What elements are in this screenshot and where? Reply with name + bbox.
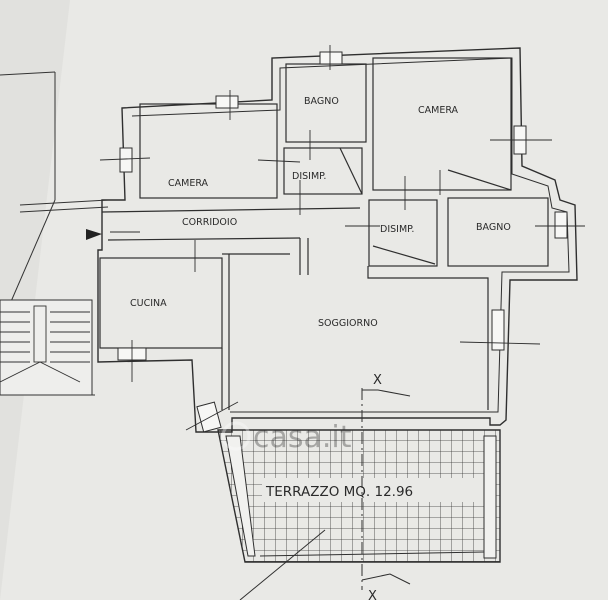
interior-walls — [99, 57, 549, 410]
section-mark-top: X — [373, 373, 382, 388]
label-disimp-right: DISIMP. — [380, 224, 414, 235]
stairwell — [0, 71, 109, 396]
label-terrazzo: TERRAZZO MQ. 12.96 — [265, 484, 413, 500]
watermark: casa.it — [221, 420, 352, 455]
label-disimp-left: DISIMP. — [292, 171, 326, 182]
label-soggiorno: SOGGIORNO — [318, 318, 378, 329]
label-camera-right: CAMERA — [418, 105, 459, 116]
entrance-arrow-icon — [86, 229, 102, 240]
door-ticks — [99, 45, 585, 431]
section-mark-bottom: X — [368, 589, 377, 600]
section-line — [361, 388, 411, 590]
label-bagno-top: BAGNO — [304, 96, 339, 107]
label-corridoio: CORRIDOIO — [182, 217, 237, 228]
label-cucina: CUCINA — [130, 298, 167, 309]
watermark-text: casa.it — [253, 420, 352, 455]
label-camera-left: CAMERA — [168, 178, 209, 189]
terrace — [217, 429, 501, 600]
label-bagno-right: BAGNO — [476, 222, 511, 233]
room-labels: CAMERA BAGNO CAMERA DISIMP. CORRIDOIO DI… — [130, 96, 511, 500]
